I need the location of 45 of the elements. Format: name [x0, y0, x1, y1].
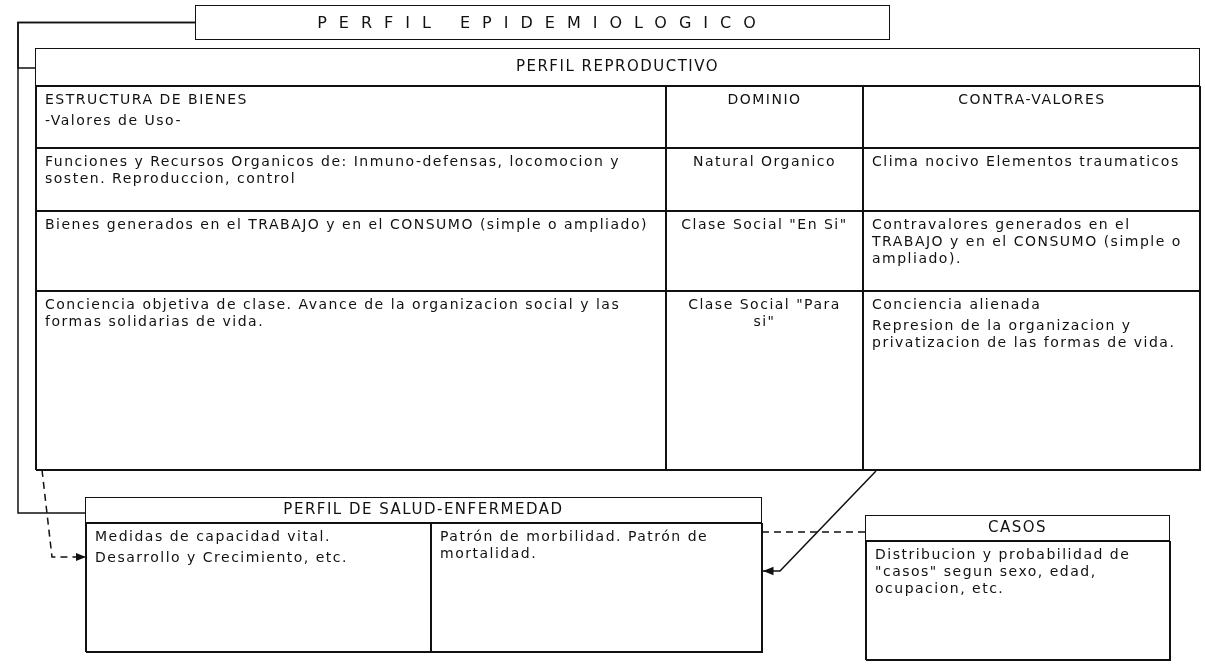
connector-line: [761, 531, 866, 533]
title-text: PERFIL EPIDEMIOLOGICO: [317, 13, 768, 32]
table-cell: [36, 86, 666, 148]
cell-text: Contravalores generados en el TRABAJO y en el CONSUMO (simple o ampliado).: [872, 216, 1183, 267]
cell-text: Conciencia alienada: [872, 296, 1043, 313]
panel-heading: CASOS: [866, 516, 1169, 541]
table-cell: [666, 291, 863, 471]
cell-text: Clase Social "Para si": [687, 296, 842, 330]
table-cell: [863, 86, 1201, 148]
cell-text: Funciones y Recursos Organicos de: Inmuno-defensas, locomocion y sosten. Reproduccion, control: [45, 153, 622, 187]
cell-text: Conciencia objetiva de clase. Avance de la organizacion social y las formas solidarias de vida.: [45, 296, 622, 330]
cell-text: Patrón de morbilidad. Patrón de mortalidad.: [440, 528, 710, 562]
cell-text: Bienes generados en el TRABAJO y en el CONSUMO (simple o ampliado): [45, 216, 649, 233]
profile-panel: [35, 48, 1200, 470]
cell-subtext: Represion de la organizacion y privatizacion de las formas de vida.: [872, 317, 1177, 351]
cell-text: DOMINIO: [726, 91, 803, 108]
arrow: [762, 470, 877, 576]
cell-text: CONTRA-VALORES: [957, 91, 1107, 108]
cell-text: Clima nocivo Elementos traumaticos: [872, 153, 1181, 170]
panel-heading: PERFIL REPRODUCTIVO: [36, 49, 1199, 86]
cell-text: Medidas de capacidad vital.: [95, 528, 332, 545]
table-cell: [36, 148, 666, 211]
table-cell: [36, 211, 666, 291]
cell-text: Clase Social "En Si": [680, 216, 849, 233]
cell-subtext: -Valores de Uso-: [45, 112, 183, 129]
cell-subtext: Desarrollo y Crecimiento, etc.: [95, 549, 349, 566]
cell-text: ESTRUCTURA DE BIENES: [45, 91, 249, 108]
table-cell: [666, 211, 863, 291]
panel-heading: PERFIL DE SALUD-ENFERMEDAD: [86, 498, 761, 523]
arrow: [41, 469, 87, 562]
table-cell: [666, 86, 863, 148]
connector-line: [17, 21, 196, 514]
profile-panel: [865, 515, 1170, 660]
cell-text: Distribucion y probabilidad de "casos" segun sexo, edad, ocupacion, etc.: [875, 546, 1132, 597]
table-cell: [86, 523, 431, 653]
table-cell: [36, 291, 666, 471]
table-cell: [863, 291, 1201, 471]
table-cell: [863, 148, 1201, 211]
table-cell: [863, 211, 1201, 291]
table-cell: [866, 541, 1171, 661]
title-box: [195, 5, 890, 40]
table-cell: [666, 148, 863, 211]
cell-text: Natural Organico: [691, 153, 838, 170]
table-cell: [431, 523, 763, 653]
profile-panel: [85, 497, 762, 652]
